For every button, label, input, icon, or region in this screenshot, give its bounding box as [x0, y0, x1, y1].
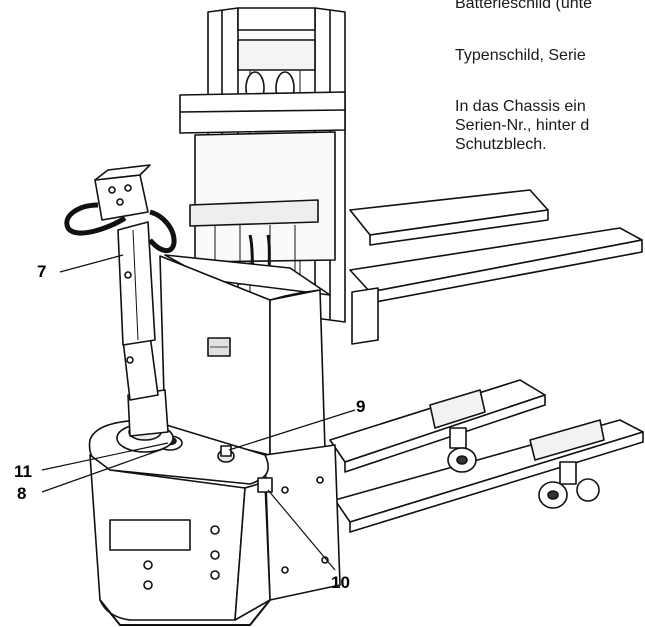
- fork-lower-right: [334, 419, 644, 533]
- note-type-plate: Typenschild, Serie: [455, 47, 586, 64]
- leader-9: [228, 409, 356, 451]
- leader-7: [59, 254, 124, 273]
- leader-lines: [41, 254, 356, 571]
- note-chassis-line1: In das Chassis ein: [455, 98, 586, 115]
- leader-8: [41, 448, 164, 493]
- load-wheel-right: [538, 461, 600, 509]
- callout-7: 7: [37, 262, 47, 281]
- note-chassis-line3: Schutzblech.: [455, 136, 547, 153]
- note-chassis-line2: Serien-Nr., hinter d: [455, 117, 590, 134]
- load-wheel-left: [447, 427, 477, 473]
- chassis: [159, 254, 341, 601]
- fork-lower-left: [329, 379, 546, 473]
- fork-upper-left: [349, 189, 549, 246]
- callout-11: 11: [14, 462, 32, 481]
- drive-unit: [88, 419, 273, 626]
- mast: [179, 7, 346, 326]
- fork-upper-right: [349, 227, 643, 345]
- callout-9: 9: [356, 397, 366, 416]
- tiller: [64, 164, 177, 453]
- leader-11: [41, 442, 169, 471]
- note-battery-plate: Batterieschild (unte: [455, 0, 592, 12]
- callout-10: 10: [331, 573, 350, 592]
- callout-8: 8: [17, 484, 27, 503]
- leader-10: [267, 489, 336, 571]
